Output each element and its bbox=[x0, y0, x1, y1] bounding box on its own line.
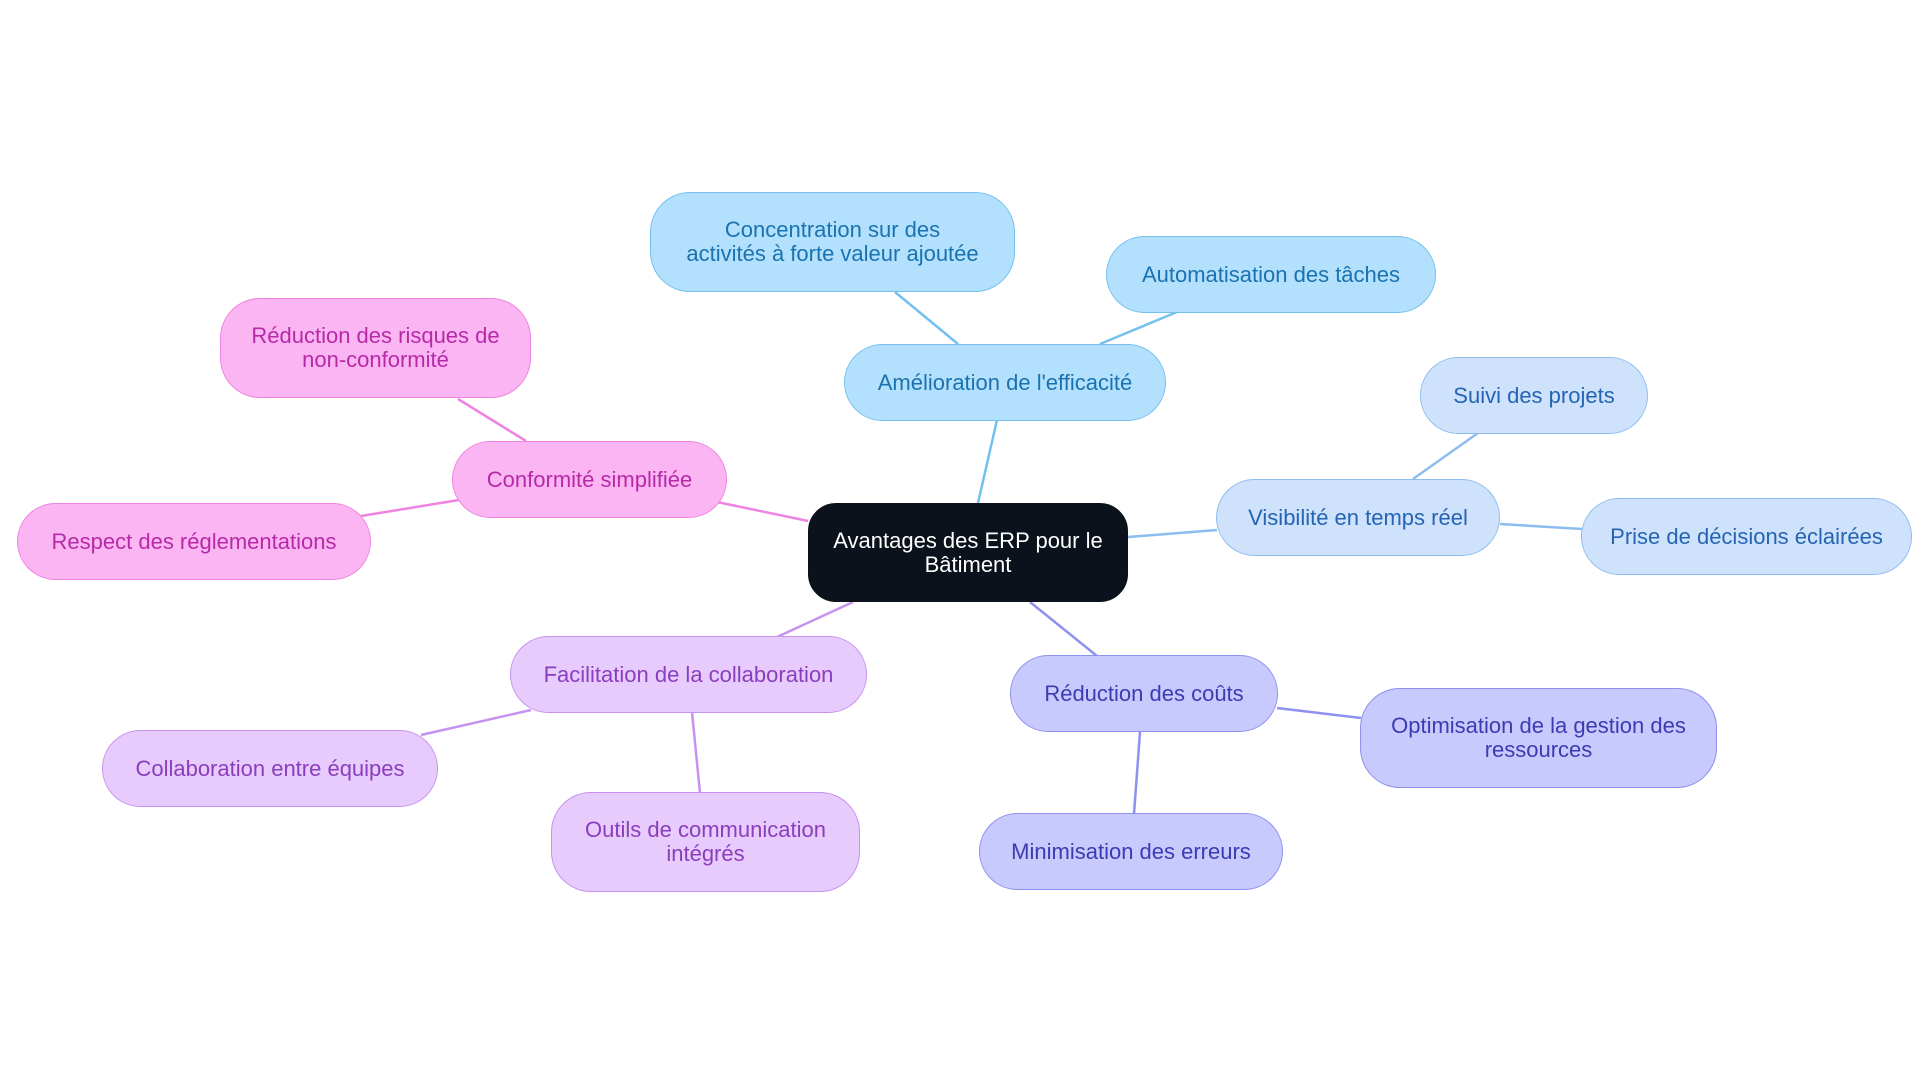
branch-efficacite[interactable]: Amélioration de l'efficacité bbox=[844, 344, 1166, 421]
edge-efficacite-automatisation bbox=[1099, 310, 1178, 346]
branch-conformite[interactable]: Conformité simplifiée bbox=[452, 441, 727, 518]
edge-visibilite-decisions bbox=[1499, 522, 1583, 531]
edge-conformite-risques bbox=[457, 397, 527, 443]
edge-root-conformite bbox=[716, 500, 809, 523]
branch-visibilite[interactable]: Visibilité en temps réel bbox=[1216, 479, 1500, 556]
edge-collaboration-equipes bbox=[420, 708, 532, 737]
edge-conformite-reglementations bbox=[360, 498, 460, 518]
leaf-collaboration-equipes[interactable]: Collaboration entre équipes bbox=[102, 730, 438, 807]
edge-root-visibilite bbox=[1127, 528, 1218, 539]
leaf-suivi-projets[interactable]: Suivi des projets bbox=[1420, 357, 1648, 434]
leaf-reduction-risques[interactable]: Réduction des risques de non-conformité bbox=[220, 298, 531, 398]
edge-couts-optimisation bbox=[1276, 706, 1362, 720]
leaf-outils-communication[interactable]: Outils de communication intégrés bbox=[551, 792, 860, 892]
leaf-minimisation[interactable]: Minimisation des erreurs bbox=[979, 813, 1283, 890]
branch-collaboration[interactable]: Facilitation de la collaboration bbox=[510, 636, 867, 713]
edge-couts-minimisation bbox=[1132, 731, 1142, 815]
edge-root-collaboration bbox=[776, 600, 854, 639]
leaf-optimisation[interactable]: Optimisation de la gestion des ressource… bbox=[1360, 688, 1717, 788]
edge-collaboration-outils bbox=[690, 711, 702, 794]
root-node[interactable]: Avantages des ERP pour le Bâtiment bbox=[808, 503, 1128, 602]
leaf-prise-decisions[interactable]: Prise de décisions éclairées bbox=[1581, 498, 1912, 575]
edge-visibilite-suivi bbox=[1412, 431, 1479, 481]
leaf-automatisation[interactable]: Automatisation des tâches bbox=[1106, 236, 1436, 313]
edge-root-efficacite bbox=[976, 419, 999, 504]
branch-couts[interactable]: Réduction des coûts bbox=[1010, 655, 1278, 732]
leaf-respect-reglementations[interactable]: Respect des réglementations bbox=[17, 503, 371, 580]
leaf-concentration[interactable]: Concentration sur des activités à forte … bbox=[650, 192, 1015, 292]
edge-efficacite-concentration bbox=[894, 291, 959, 345]
edge-root-couts bbox=[1029, 601, 1098, 657]
